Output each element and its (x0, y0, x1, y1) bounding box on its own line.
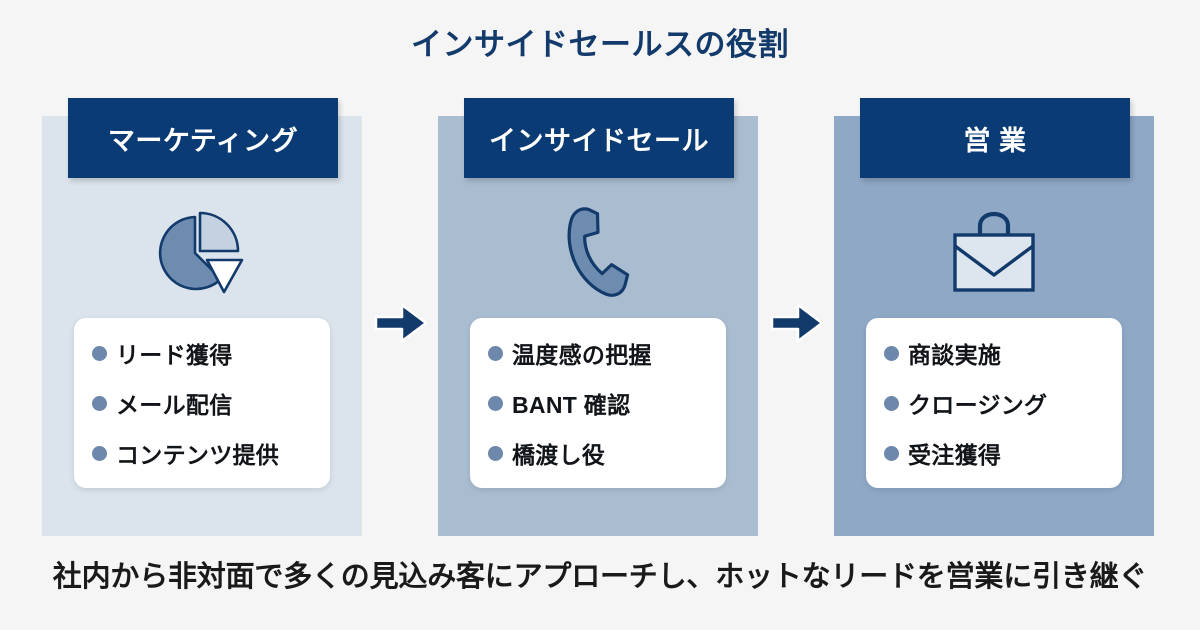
pie-chart-icon (42, 198, 362, 308)
stage-header-sales: 営 業 (860, 98, 1130, 178)
list-item-label: コンテンツ提供 (116, 442, 280, 468)
bullet-dot-icon (488, 445, 503, 461)
arrow-right-icon (374, 300, 428, 346)
bullet-dot-icon (884, 395, 899, 411)
stage-panel-inside-sales: インサイドセール 温度感の把握 BANT 確認 橋渡し役 (438, 98, 758, 536)
list-item-label: 受注獲得 (908, 442, 1002, 468)
list-item-label: クロージング (908, 392, 1048, 418)
bullet-dot-icon (488, 395, 503, 411)
task-card-sales: 商談実施 クロージング 受注獲得 (866, 318, 1122, 488)
bullet-dot-icon (884, 345, 899, 361)
list-item-label: 商談実施 (908, 342, 1002, 368)
list-item: コンテンツ提供 (92, 436, 320, 470)
list-item: クロージング (884, 386, 1112, 420)
list-item: メール配信 (92, 386, 320, 420)
summary-caption: 社内から非対面で多くの見込み客にアプローチし、ホットなリードを営業に引き継ぐ (52, 561, 1148, 593)
list-item-label: メール配信 (116, 392, 233, 418)
stage-header-inside-sales: インサイドセール (464, 98, 734, 178)
list-item: リード獲得 (92, 336, 320, 370)
stage-panel-marketing: マーケティング リード獲得 メール配信 コンテンツ提供 (42, 98, 362, 536)
list-item: 商談実施 (884, 336, 1112, 370)
task-card-inside-sales: 温度感の把握 BANT 確認 橋渡し役 (470, 318, 726, 488)
list-item: 橋渡し役 (488, 436, 716, 470)
task-card-marketing: リード獲得 メール配信 コンテンツ提供 (74, 318, 330, 488)
bullet-dot-icon (92, 345, 107, 361)
list-item-label: 温度感の把握 (512, 342, 652, 368)
list-item-label: リード獲得 (116, 342, 233, 368)
bullet-dot-icon (884, 445, 899, 461)
phone-handset-icon (438, 198, 758, 308)
arrow-right-icon (770, 300, 824, 346)
list-item: 受注獲得 (884, 436, 1112, 470)
list-item: 温度感の把握 (488, 336, 716, 370)
stage-panel-sales: 営 業 商談実施 クロージング 受注獲得 (834, 98, 1154, 536)
stage-header-marketing: マーケティング (68, 98, 338, 178)
list-item: BANT 確認 (488, 386, 716, 420)
bullet-dot-icon (488, 345, 503, 361)
bullet-dot-icon (92, 395, 107, 411)
list-item-label: 橋渡し役 (512, 442, 606, 468)
list-item-label: BANT 確認 (512, 392, 631, 418)
page-title: インサイドセールスの役割 (411, 27, 789, 62)
bullet-dot-icon (92, 445, 107, 461)
briefcase-icon (834, 198, 1154, 308)
